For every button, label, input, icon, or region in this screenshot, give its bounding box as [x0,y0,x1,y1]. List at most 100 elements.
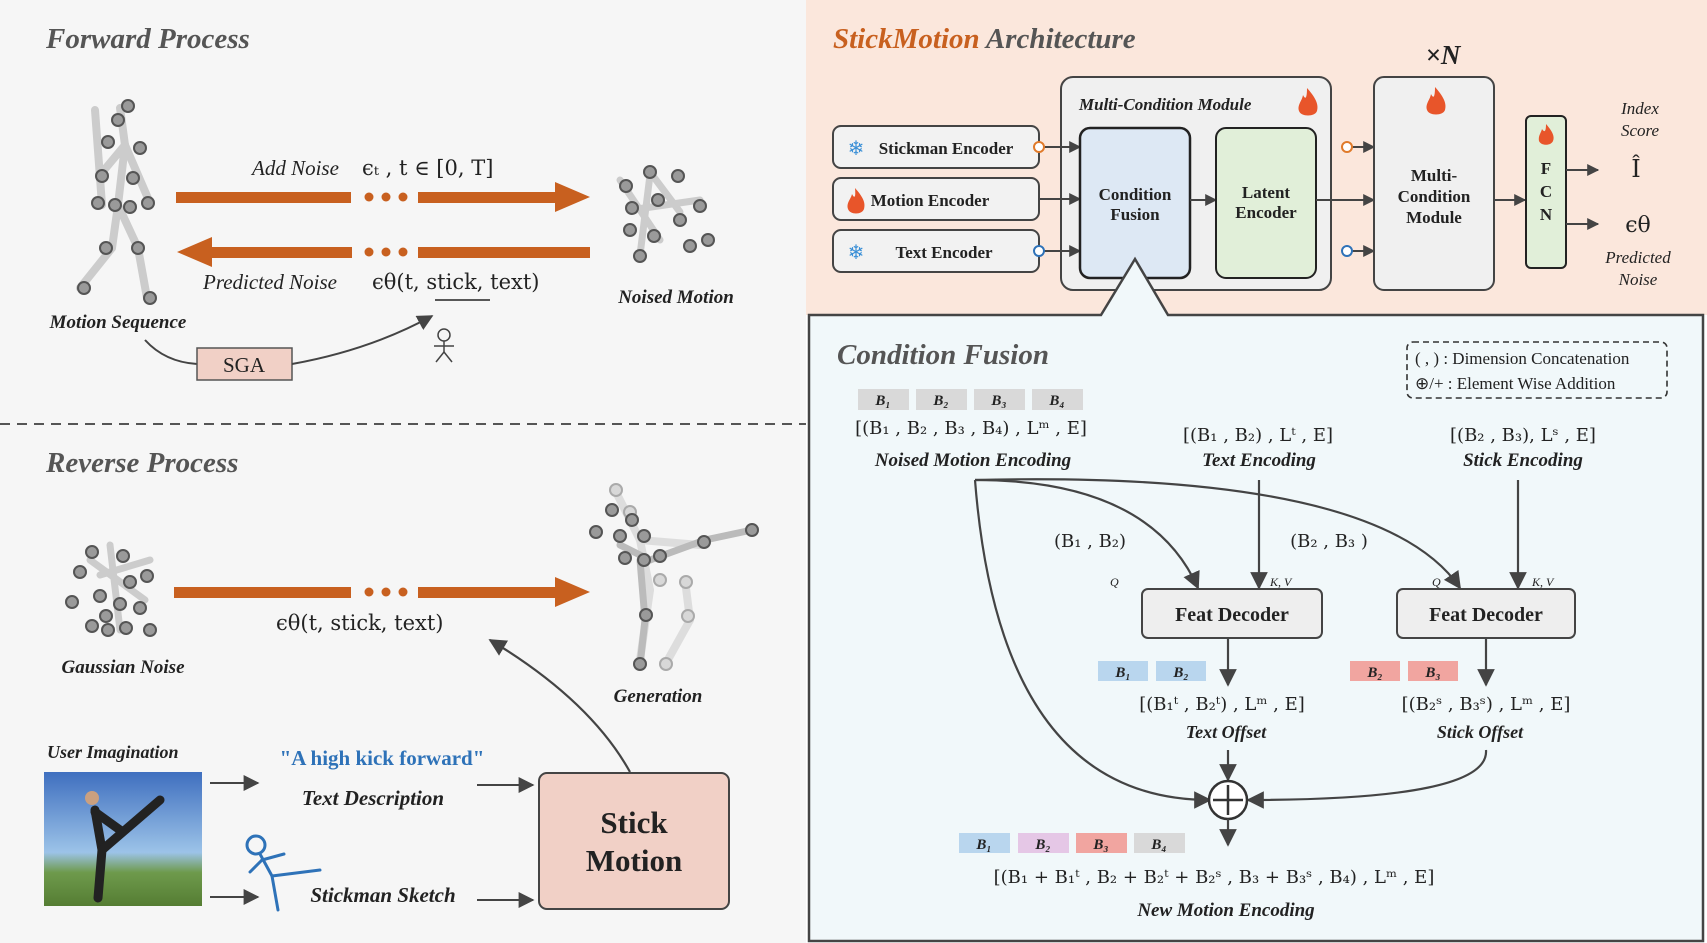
user-imagination-label: User Imagination [47,742,179,762]
stickman-sketch-icon [245,834,322,912]
new-encoding-caption: New Motion Encoding [1136,900,1314,921]
latent-encoder-line1: Latent [1242,183,1291,202]
sga-label: SGA [223,353,266,377]
predicted-noise-math: ϵθ(t, stick, text) [372,270,540,294]
sga-in-line [144,339,198,365]
predicted-noise-line2: Noise [1618,270,1658,289]
fcn-fire-icon [1538,124,1554,145]
index-score-line2: Score [1621,121,1660,140]
stick-offset-tags: B₂ B₃ [1350,661,1458,681]
multi-condition-label: Multi-Condition Module [1078,95,1252,114]
stick-offset-b2-tag: B₂ [1366,665,1382,681]
stickmotion-to-eps-arrow [488,639,631,773]
stick-motion-box [538,772,730,910]
add-noise-math: ϵₜ , t ∈ [0, T] [362,156,493,180]
add-noise-arrow [176,182,590,212]
legend-box [1406,341,1668,399]
reverse-title: Reverse Process [45,447,238,479]
noised-b1-tag: B₁ [874,393,890,409]
fcn-box [1525,115,1567,269]
stick-encoding-math: [(B₂ , B₃), Lˢ , E] [1450,425,1596,446]
stickman-port-icon [1033,141,1045,153]
stick-motion-line2: Motion [586,843,682,878]
text-offset-caption: Text Offset [1186,722,1267,742]
motion-encoder-fire-icon [847,188,865,214]
generation-arrow [174,577,590,607]
mcm-stick-port-icon [1341,141,1353,153]
stick-encoding-caption: Stick Encoding [1463,450,1583,471]
predicted-noise-label: Predicted Noise [202,270,337,294]
motion-encoder-label: Motion Encoder [871,191,990,210]
text-offset-math: [(B₁ᵗ , B₂ᵗ) , Lᵐ , E] [1139,694,1304,715]
times-n-label: ×N [1426,40,1462,70]
stick-offset-b3-tag: B₃ [1424,665,1440,681]
kick-photo [44,772,202,906]
mcm-fire-icon [1426,87,1446,115]
b12-route-label: (B₁ , B₂) [1054,531,1126,552]
reverse-eps-math: ϵθ(t, stick, text) [276,611,444,635]
condition-fusion-line1: Condition [1099,185,1172,204]
noised-encoding-caption: Noised Motion Encoding [874,450,1071,471]
fusion-title: Condition Fusion [837,339,1049,371]
noised-b3-tag: B₃ [990,393,1006,409]
text-offset-b2-tag: B₂ [1172,665,1188,681]
new-b2-tag: B₂ [1034,837,1050,853]
mcm-line2: Condition [1398,187,1471,206]
stick-offset-to-sum-arrow [1246,749,1488,809]
element-sum-icon [1207,779,1249,821]
stickman-icon [434,328,454,363]
sga-box [196,347,293,381]
forward-title: Forward Process [45,23,250,55]
fcn-letter-f: F [1541,159,1551,178]
stickman-sketch-label: Stickman Sketch [310,883,455,907]
noised-math: [(B₁ , B₂ , B₃ , B₄) , Lᵐ , E] [855,418,1087,439]
stick-feat-decoder-label: Feat Decoder [1429,604,1543,626]
noised-b-tags: B₁ B₂ B₃ B₄ [858,389,1083,410]
stick-decoder-kv-label: K, V [1531,575,1555,589]
fcn-letter-n: N [1540,205,1553,224]
text-offset-b1-tag: B₁ [1114,665,1130,681]
text-port-icon [1033,245,1045,257]
noised-residual-path [973,479,1212,809]
legend-concat: ( , ) : Dimension Concatenation [1415,349,1630,368]
noised-motion-label: Noised Motion [617,287,734,308]
text-encoding-caption: Text Encoding [1202,450,1316,471]
index-score-line1: Index [1620,99,1659,118]
noised-motion-cloud [616,165,715,263]
stick-decoder-q-label: Q [1432,575,1441,589]
latent-encoder-line2: Encoder [1235,203,1297,222]
sga-out-arrow [291,315,434,365]
text-description-label: Text Description [302,786,444,810]
text-encoder-label: Text Encoder [895,243,993,262]
predicted-noise-arrow [177,237,590,267]
legend-addition: ⊕/+ : Element Wise Addition [1415,374,1616,393]
eps-theta-symbol: ϵθ [1625,213,1651,238]
text-decoder-q-label: Q [1110,575,1119,589]
text-offset-tags: B₁ B₂ [1098,661,1206,681]
new-b3-tag: B₃ [1092,837,1108,853]
motion-sequence-joints [77,99,157,305]
mcm-stack-box [1373,76,1495,291]
b23-route-label: (B₂ , B₃ ) [1290,531,1368,552]
new-b1-tag: B₁ [975,837,991,853]
stick-offset-caption: Stick Offset [1437,722,1524,742]
new-encoding-tags: B₁ B₂ B₃ B₄ [959,833,1185,853]
motion-sequence-label: Motion Sequence [49,312,187,333]
fcn-letter-c: C [1540,182,1552,201]
latent-encoder-box [1215,127,1317,279]
noised-b4-tag: B₄ [1048,393,1064,409]
architecture-title-brand: StickMotion [833,23,980,55]
noised-to-text-decoder-q [974,478,1200,590]
new-encoding-math: [(B₁ + B₁ᵗ , B₂ + B₂ᵗ + B₂ˢ , B₃ + B₃ˢ ,… [994,867,1435,888]
text-feat-decoder-label: Feat Decoder [1175,604,1289,626]
new-b4-tag: B₄ [1150,837,1166,853]
stickman-encoder-snowflake-icon: ❄ [848,138,865,160]
mcm-line1: Multi- [1411,166,1458,185]
noised-to-stick-decoder-q [974,478,1461,590]
i-hat-symbol: Î [1631,154,1640,183]
add-noise-label: Add Noise [250,156,339,180]
stick-motion-line1: Stick [600,805,668,840]
mcm-container-fire-icon [1298,88,1318,116]
text-feat-decoder-box [1141,588,1323,639]
